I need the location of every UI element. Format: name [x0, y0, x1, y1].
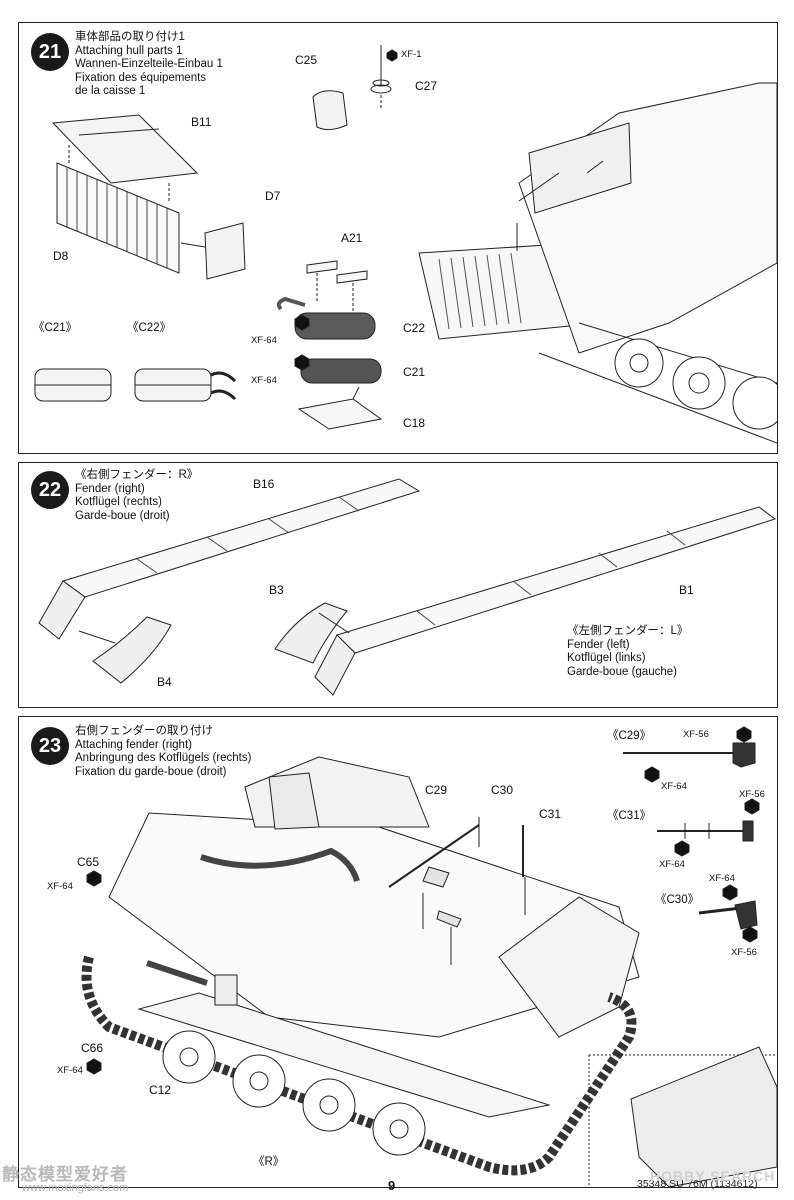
detail-c31-label: 《C31》: [607, 810, 652, 822]
label-d8: D8: [53, 249, 69, 263]
step-23-title: 右側フェンダーの取り付け Attaching fender (right) An…: [75, 725, 251, 779]
title-de: Anbringung des Kotflügels (rechts): [75, 752, 252, 764]
title-fr: Fixation des équipements: [75, 71, 207, 84]
label-b11: B11: [191, 115, 212, 129]
title-ja: 車体部品の取り付け1: [75, 31, 185, 43]
title-de: Wannen-Einzelteile-Einbau 1: [75, 58, 223, 70]
step-22-panel: 22 《右側フェンダー：R》 Fender (right) Kotflügel …: [18, 462, 778, 708]
label-c21: C21: [403, 365, 426, 379]
detail-c30-label: 《C30》: [655, 894, 700, 906]
detail-c30-paint-top: XF-64: [709, 873, 735, 884]
label-c65: C65: [77, 855, 100, 869]
paint-xf64-c22: XF-64: [251, 335, 277, 346]
step-21-illustration: [34, 45, 777, 444]
paint-xf64-c66: XF-64: [57, 1065, 83, 1076]
label-c12: C12: [149, 1083, 172, 1097]
step-23-illustration: [81, 726, 777, 1187]
step-22-title: 《右側フェンダー：R》 Fender (right) Kotflügel (re…: [75, 469, 198, 523]
watermark-brand: HOBBY SEARCH: [650, 1168, 776, 1184]
title-en: Fender (right): [75, 482, 145, 495]
title-fr-2: de la caisse 1: [75, 85, 146, 97]
paint-xf1: XF-1: [401, 49, 422, 60]
callout-c21: 《C21》: [33, 322, 78, 334]
title-ja: 右側フェンダーの取り付け: [75, 725, 213, 737]
label-c30: C30: [491, 783, 514, 797]
label-c25: C25: [295, 53, 318, 67]
step-21-title: 車体部品の取り付け1 Attaching hull parts 1 Wannen…: [75, 31, 223, 99]
watermark-url: www.moxingfans.com: [22, 1182, 129, 1194]
label-b16: B16: [253, 477, 275, 491]
paint-xf64-c65: XF-64: [47, 881, 73, 892]
step-number-23: 23: [31, 727, 69, 765]
detail-c30-paint-bottom: XF-56: [731, 947, 757, 958]
label-c29: C29: [425, 783, 448, 797]
left-title-de: Kotflügel (links): [567, 652, 646, 664]
left-fender-title: 《左側フェンダー：L》 Fender (left) Kotflügel (lin…: [567, 625, 688, 679]
step-number-21: 21: [31, 33, 69, 71]
title-de: Kotflügel (rechts): [75, 496, 162, 508]
step-23-panel: 23 右側フェンダーの取り付け Attaching fender (right)…: [18, 716, 778, 1188]
left-title-ja: 《左側フェンダー：L》: [567, 625, 689, 637]
step-number-22: 22: [31, 471, 69, 509]
detail-c31-paint-top: XF-56: [739, 789, 765, 800]
step-22-illustration: [38, 478, 777, 696]
title-fr: Garde-boue (droit): [75, 509, 170, 522]
callout-c22: 《C22》: [127, 322, 172, 334]
title-ja: 《右側フェンダー：R》: [75, 469, 199, 481]
label-d7: D7: [265, 189, 281, 203]
left-title-fr: Garde-boue (gauche): [567, 665, 677, 678]
page-number: 9: [388, 1178, 396, 1193]
paint-xf64-c21: XF-64: [251, 375, 277, 386]
product-code: 35348 SU-76M (1134612): [637, 1178, 758, 1190]
title-fr: Fixation du garde-boue (droit): [75, 765, 227, 778]
title-en: Attaching fender (right): [75, 738, 192, 751]
detail-c29-paint-top: XF-56: [683, 729, 709, 740]
detail-c29-paint-bottom: XF-64: [661, 781, 687, 792]
label-c31: C31: [539, 807, 562, 821]
label-b1: B1: [679, 583, 694, 597]
label-c27: C27: [415, 79, 438, 93]
label-c22: C22: [403, 321, 426, 335]
label-c18: C18: [403, 416, 426, 430]
label-b3: B3: [269, 583, 284, 597]
detail-c29-label: 《C29》: [607, 730, 652, 742]
label-a21: A21: [341, 231, 363, 245]
detail-c31-paint-bottom: XF-64: [659, 859, 685, 870]
label-c66: C66: [81, 1041, 104, 1055]
step-21-panel: 21 車体部品の取り付け1 Attaching hull parts 1 Wan…: [18, 22, 778, 454]
watermark-cn: 静态模型爱好者: [2, 1165, 128, 1185]
title-en: Attaching hull parts 1: [75, 44, 183, 57]
callout-r: 《R》: [253, 1156, 285, 1168]
label-b4: B4: [157, 675, 172, 689]
left-title-en: Fender (left): [567, 638, 630, 651]
